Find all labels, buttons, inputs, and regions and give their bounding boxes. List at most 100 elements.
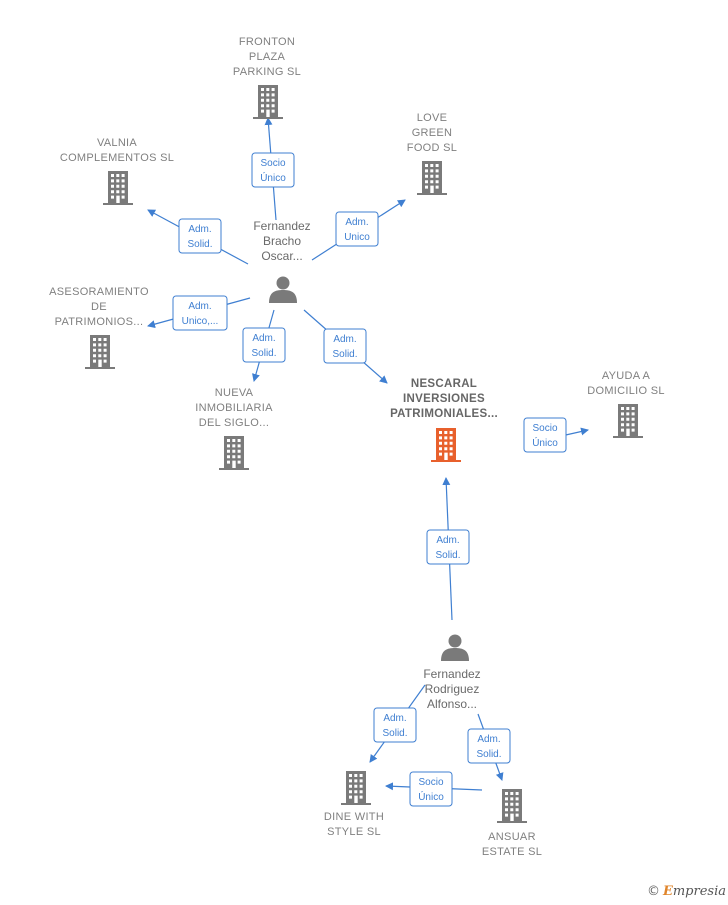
building-icon bbox=[341, 771, 371, 805]
edge-label-line: Adm. bbox=[345, 217, 368, 228]
person-node-fernandezB[interactable]: FernandezBrachoOscar... bbox=[253, 219, 311, 303]
edge-label-box: Adm. Solid. bbox=[323, 328, 367, 364]
company-node-nueva[interactable]: NUEVA INMOBILIARIA DEL SIGLO... bbox=[195, 387, 273, 470]
building-icon bbox=[85, 335, 115, 369]
edge-label-line: Adm. bbox=[333, 334, 356, 345]
company-node-asesor[interactable]: ASESORAMIENTO DE PATRIMONIOS... bbox=[49, 286, 149, 369]
edge-label-line: Adm. bbox=[188, 224, 211, 235]
node-label-line: NUEVA bbox=[215, 387, 254, 399]
node-label-line: GREEN bbox=[412, 127, 453, 139]
node-label-line: INVERSIONES bbox=[403, 393, 485, 405]
node-label-line: Fernandez bbox=[253, 219, 310, 233]
edge-fernandezB-to-nescaral: Adm. Solid. bbox=[303, 309, 388, 384]
edge-fernandezB-to-nueva: Adm.Solid. bbox=[242, 309, 286, 382]
company-node-valnia[interactable]: VALNIA COMPLEMENTOS SL bbox=[60, 137, 174, 205]
building-icon bbox=[103, 171, 133, 205]
person-icon bbox=[441, 634, 469, 661]
edge-label-line: Socio bbox=[532, 423, 557, 434]
node-label-line: ESTATE SL bbox=[482, 846, 542, 858]
logo-text: mpresia bbox=[672, 884, 726, 899]
edge-label-line: Socio bbox=[260, 158, 285, 169]
person-node-fernandezR[interactable]: FernandezRodriguezAlfonso... bbox=[423, 634, 481, 712]
company-node-nescaral[interactable]: NESCARAL INVERSIONES PATRIMONIALES... bbox=[390, 378, 498, 462]
company-node-love[interactable]: LOVE GREEN FOOD SL bbox=[407, 112, 457, 195]
node-label-line: STYLE SL bbox=[327, 826, 381, 838]
edge-label-line: Unico,... bbox=[182, 316, 219, 327]
edge-label-line: Único bbox=[532, 436, 558, 449]
edge-label-line: Solid. bbox=[332, 349, 357, 360]
edge-label-line: Solid. bbox=[435, 550, 460, 561]
edges-layer: SocioÚnicoAdm.UnicoAdm.Solid.Adm.Unico,.… bbox=[147, 117, 589, 807]
edge-label-line: Unico bbox=[344, 232, 370, 243]
building-icon bbox=[417, 161, 447, 195]
node-label-line: FRONTON bbox=[239, 36, 295, 48]
building-icon bbox=[253, 85, 283, 119]
edge-fernandezR-to-ansuar: Adm. Solid. bbox=[467, 713, 511, 781]
edge-label-line: Adm. bbox=[188, 301, 211, 312]
logo-initial: E bbox=[662, 884, 673, 899]
company-node-ansuar[interactable]: ANSUAR ESTATE SL bbox=[482, 789, 542, 858]
edge-label-box: Adm. Solid. bbox=[373, 707, 417, 743]
node-label-line: VALNIA bbox=[97, 137, 137, 149]
edge-fernandezB-to-love: Adm. Unico bbox=[311, 199, 406, 261]
edge-label-line: Único bbox=[418, 790, 444, 803]
node-label-line: DEL SIGLO... bbox=[199, 417, 269, 429]
edge-fernandezR-to-nescaral: Adm. Solid. bbox=[426, 477, 470, 621]
node-label-line: ASESORAMIENTO bbox=[49, 286, 149, 298]
edge-label-line: Solid. bbox=[476, 749, 501, 760]
node-label-line: Rodriguez bbox=[425, 682, 480, 696]
node-label-line: FOOD SL bbox=[407, 142, 457, 154]
empresia-logo: ©Empresia bbox=[647, 884, 726, 899]
edge-label-box: Adm. Solid. bbox=[426, 529, 470, 565]
node-label-line: COMPLEMENTOS SL bbox=[60, 152, 174, 164]
edge-label-line: Adm. bbox=[477, 734, 500, 745]
building-icon bbox=[613, 404, 643, 438]
copyright-symbol: © bbox=[646, 884, 660, 899]
edge-fernandezB-to-asesor: Adm. Unico,... bbox=[147, 295, 251, 331]
edge-label-line: Socio bbox=[418, 777, 443, 788]
edge-label-box: Adm. Unico,... bbox=[172, 295, 228, 331]
edge-label-line: Solid. bbox=[187, 239, 212, 250]
node-label-line: DE bbox=[91, 301, 107, 313]
node-label-line: INMOBILIARIA bbox=[195, 402, 273, 414]
edge-label-line: Único bbox=[260, 171, 286, 184]
node-label-line: ANSUAR bbox=[488, 831, 536, 843]
node-label-line: LOVE bbox=[417, 112, 448, 124]
edge-fernandezB-to-valnia: Adm. Solid. bbox=[147, 209, 249, 265]
building-icon bbox=[219, 436, 249, 470]
node-label-line: PLAZA bbox=[249, 51, 286, 63]
node-label-line: DOMICILIO SL bbox=[587, 385, 665, 397]
edge-label-box: Adm.Solid. bbox=[242, 327, 286, 363]
node-label-line: PATRIMONIALES... bbox=[390, 408, 498, 420]
company-node-dine[interactable]: DINE WITH STYLE SL bbox=[324, 771, 384, 838]
edge-label-box: Adm. Solid. bbox=[178, 218, 222, 254]
edge-fernandezR-to-dine: Adm. Solid. bbox=[369, 684, 426, 763]
edge-label-line: Solid. bbox=[382, 728, 407, 739]
edge-label-line: Adm. bbox=[383, 713, 406, 724]
edge-label-line: Adm. bbox=[252, 333, 275, 344]
node-label-line: Bracho bbox=[263, 234, 301, 248]
nodes-layer: FRONTON PLAZA PARKING SL LOVE GREEN FOOD SL VA… bbox=[49, 36, 665, 858]
person-icon bbox=[269, 276, 297, 303]
edge-label-line: Adm. bbox=[436, 535, 459, 546]
node-label-line: Fernandez bbox=[423, 667, 480, 681]
company-node-ayuda[interactable]: AYUDA A DOMICILIO SL bbox=[587, 370, 665, 438]
node-label-line: NESCARAL bbox=[411, 378, 477, 390]
node-label-line: DINE WITH bbox=[324, 811, 384, 823]
company-node-fronton[interactable]: FRONTON PLAZA PARKING SL bbox=[233, 36, 301, 119]
node-label-line: PARKING SL bbox=[233, 66, 301, 78]
node-label-line: PATRIMONIOS... bbox=[55, 316, 144, 328]
node-label-line: AYUDA A bbox=[602, 370, 651, 382]
node-label-line: Oscar... bbox=[261, 249, 302, 263]
edge-label-box: Adm. Unico bbox=[335, 211, 379, 247]
building-icon bbox=[431, 428, 461, 462]
node-label-line: Alfonso... bbox=[427, 697, 477, 711]
edge-label-box: Adm. Solid. bbox=[467, 728, 511, 764]
